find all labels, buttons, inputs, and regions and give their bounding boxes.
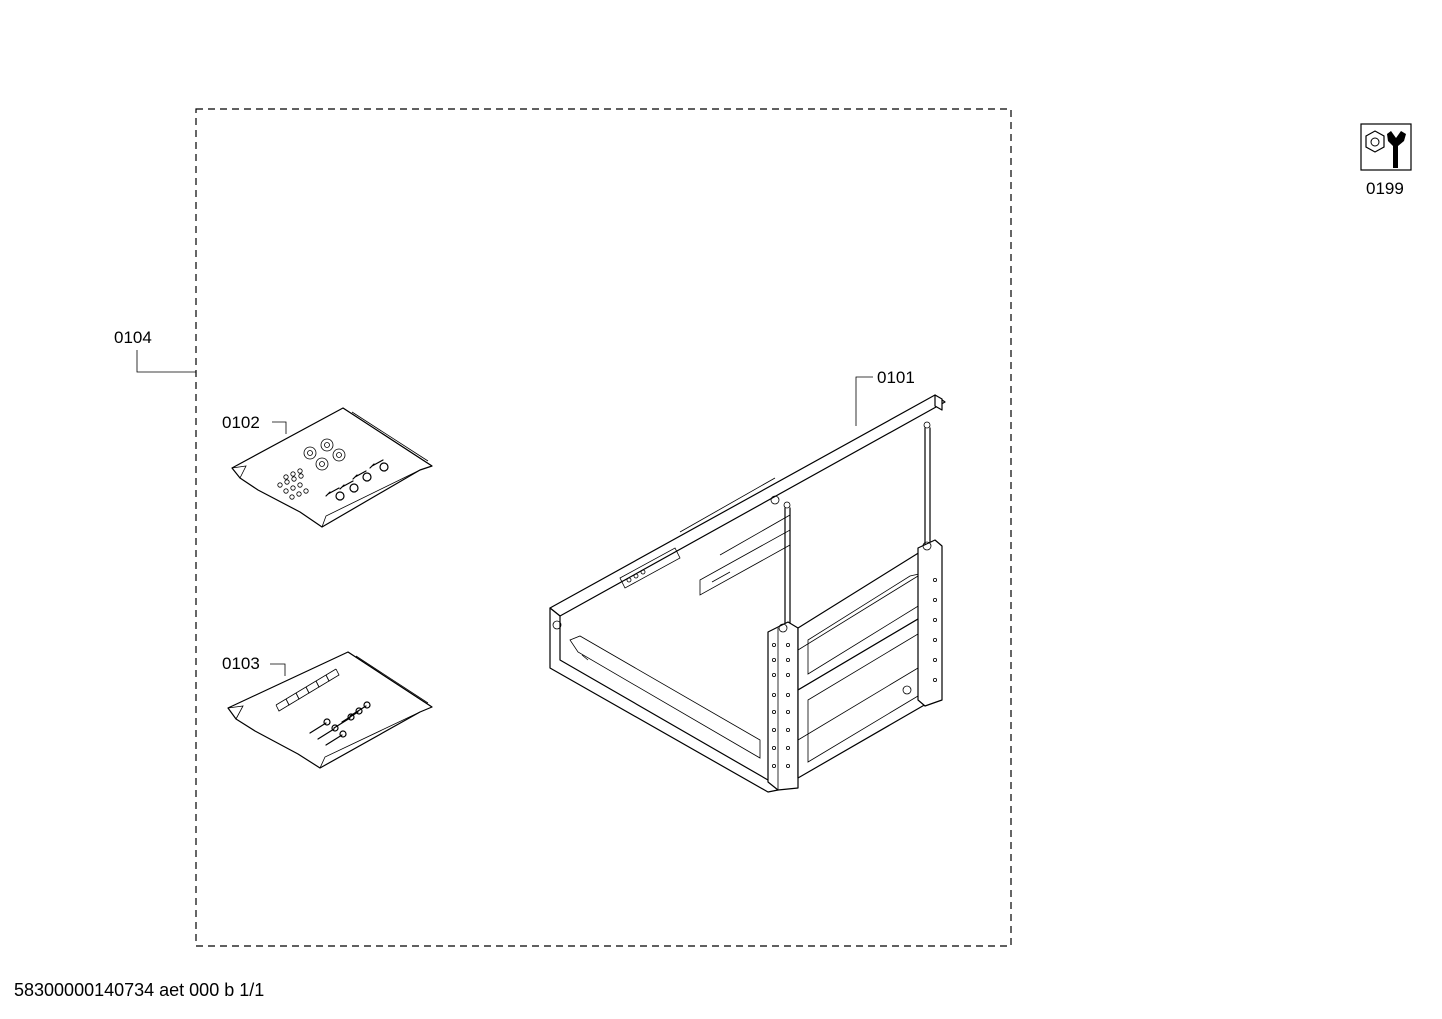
part-label-0103: 0103 <box>222 654 260 673</box>
mounting-frame-0101 <box>549 376 946 793</box>
part-label-0104: 0104 <box>114 328 152 347</box>
part-label-0102: 0102 <box>222 413 260 432</box>
bag-0102 <box>231 407 433 528</box>
leader-0102 <box>272 421 287 434</box>
bag-0103 <box>227 651 433 769</box>
leader-0103 <box>270 663 286 676</box>
leader-0104 <box>136 350 196 373</box>
document-footer-id: 58300000140734 aet 000 b 1/1 <box>14 980 265 1000</box>
nut-wrench-icon <box>1360 123 1412 171</box>
kit-boundary-dashed <box>195 108 1012 947</box>
part-label-0199: 0199 <box>1366 179 1404 198</box>
part-label-0101: 0101 <box>877 368 915 387</box>
leader-0101 <box>855 376 873 426</box>
